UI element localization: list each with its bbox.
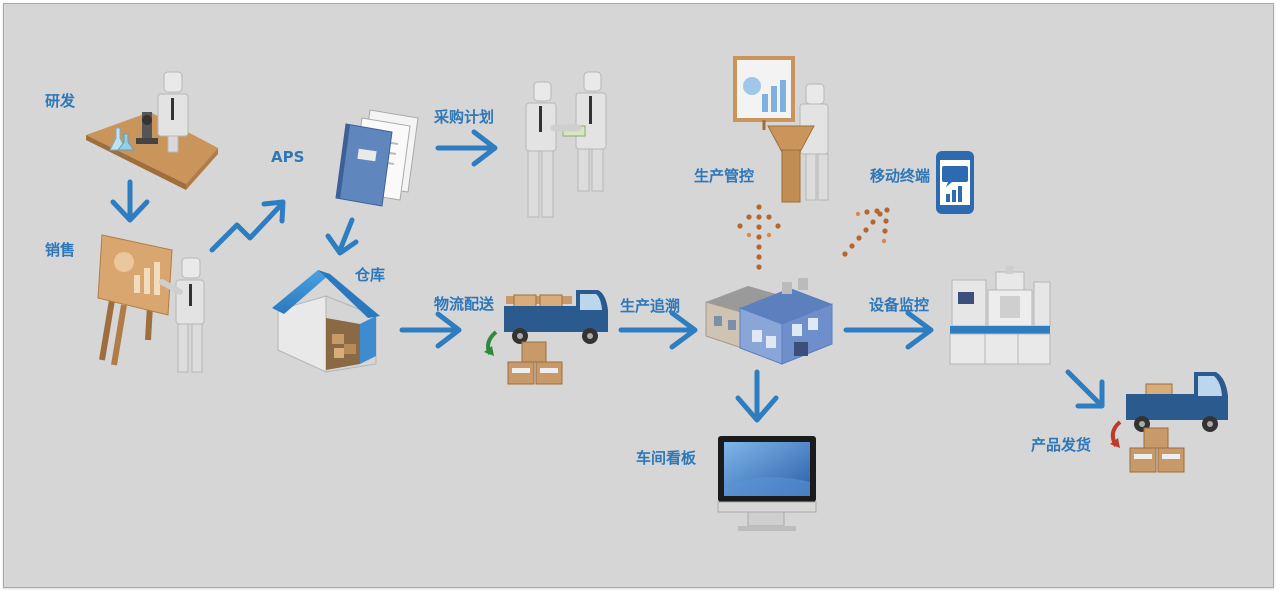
label-aps: APS [271,148,305,166]
label-monitor: 设备监控 [869,296,930,314]
label-mobile: 移动终端 [870,167,931,185]
label-logistics: 物流配送 [434,295,495,313]
label-sales: 销售 [45,241,76,259]
dotted-arrow-diagonal [842,207,890,257]
arrow-to-purchase [435,129,498,167]
delivery-truck-icon [1110,372,1228,473]
phone-icon [936,151,974,214]
label-rnd: 研发 [45,92,76,110]
diagram-panel [3,3,1274,588]
arrow-warehouse-to-logistics [399,311,462,349]
label-delivery: 产品发货 [1031,436,1092,454]
presenter-icon [97,234,205,373]
flow-arrows [110,129,1105,423]
scientist-icon [86,71,218,190]
label-board: 车间看板 [636,449,697,467]
label-control: 生产管控 [694,167,755,185]
label-warehouse: 仓库 [355,266,386,284]
monitor-icon [717,436,817,531]
handshake-icon [525,71,607,218]
factory-icon [705,278,833,365]
arrow-to-board [735,369,779,423]
warehouse-icon [272,270,380,373]
label-trace: 生产追溯 [620,297,681,315]
binder-icon [335,109,419,207]
dotted-arrow-up [737,204,781,270]
podium-icon [733,56,829,203]
arrow-to-machine [843,310,934,350]
arrow-aps-to-warehouse [325,217,359,256]
machine-icon [949,266,1051,365]
arrow-rnd-to-sales [110,179,150,223]
arrow-to-delivery [1065,369,1105,409]
truck-icon [484,290,608,385]
label-purchase: 采购计划 [434,108,495,126]
arrow-to-factory [618,310,698,350]
arrow-sales-to-aps [209,199,286,253]
